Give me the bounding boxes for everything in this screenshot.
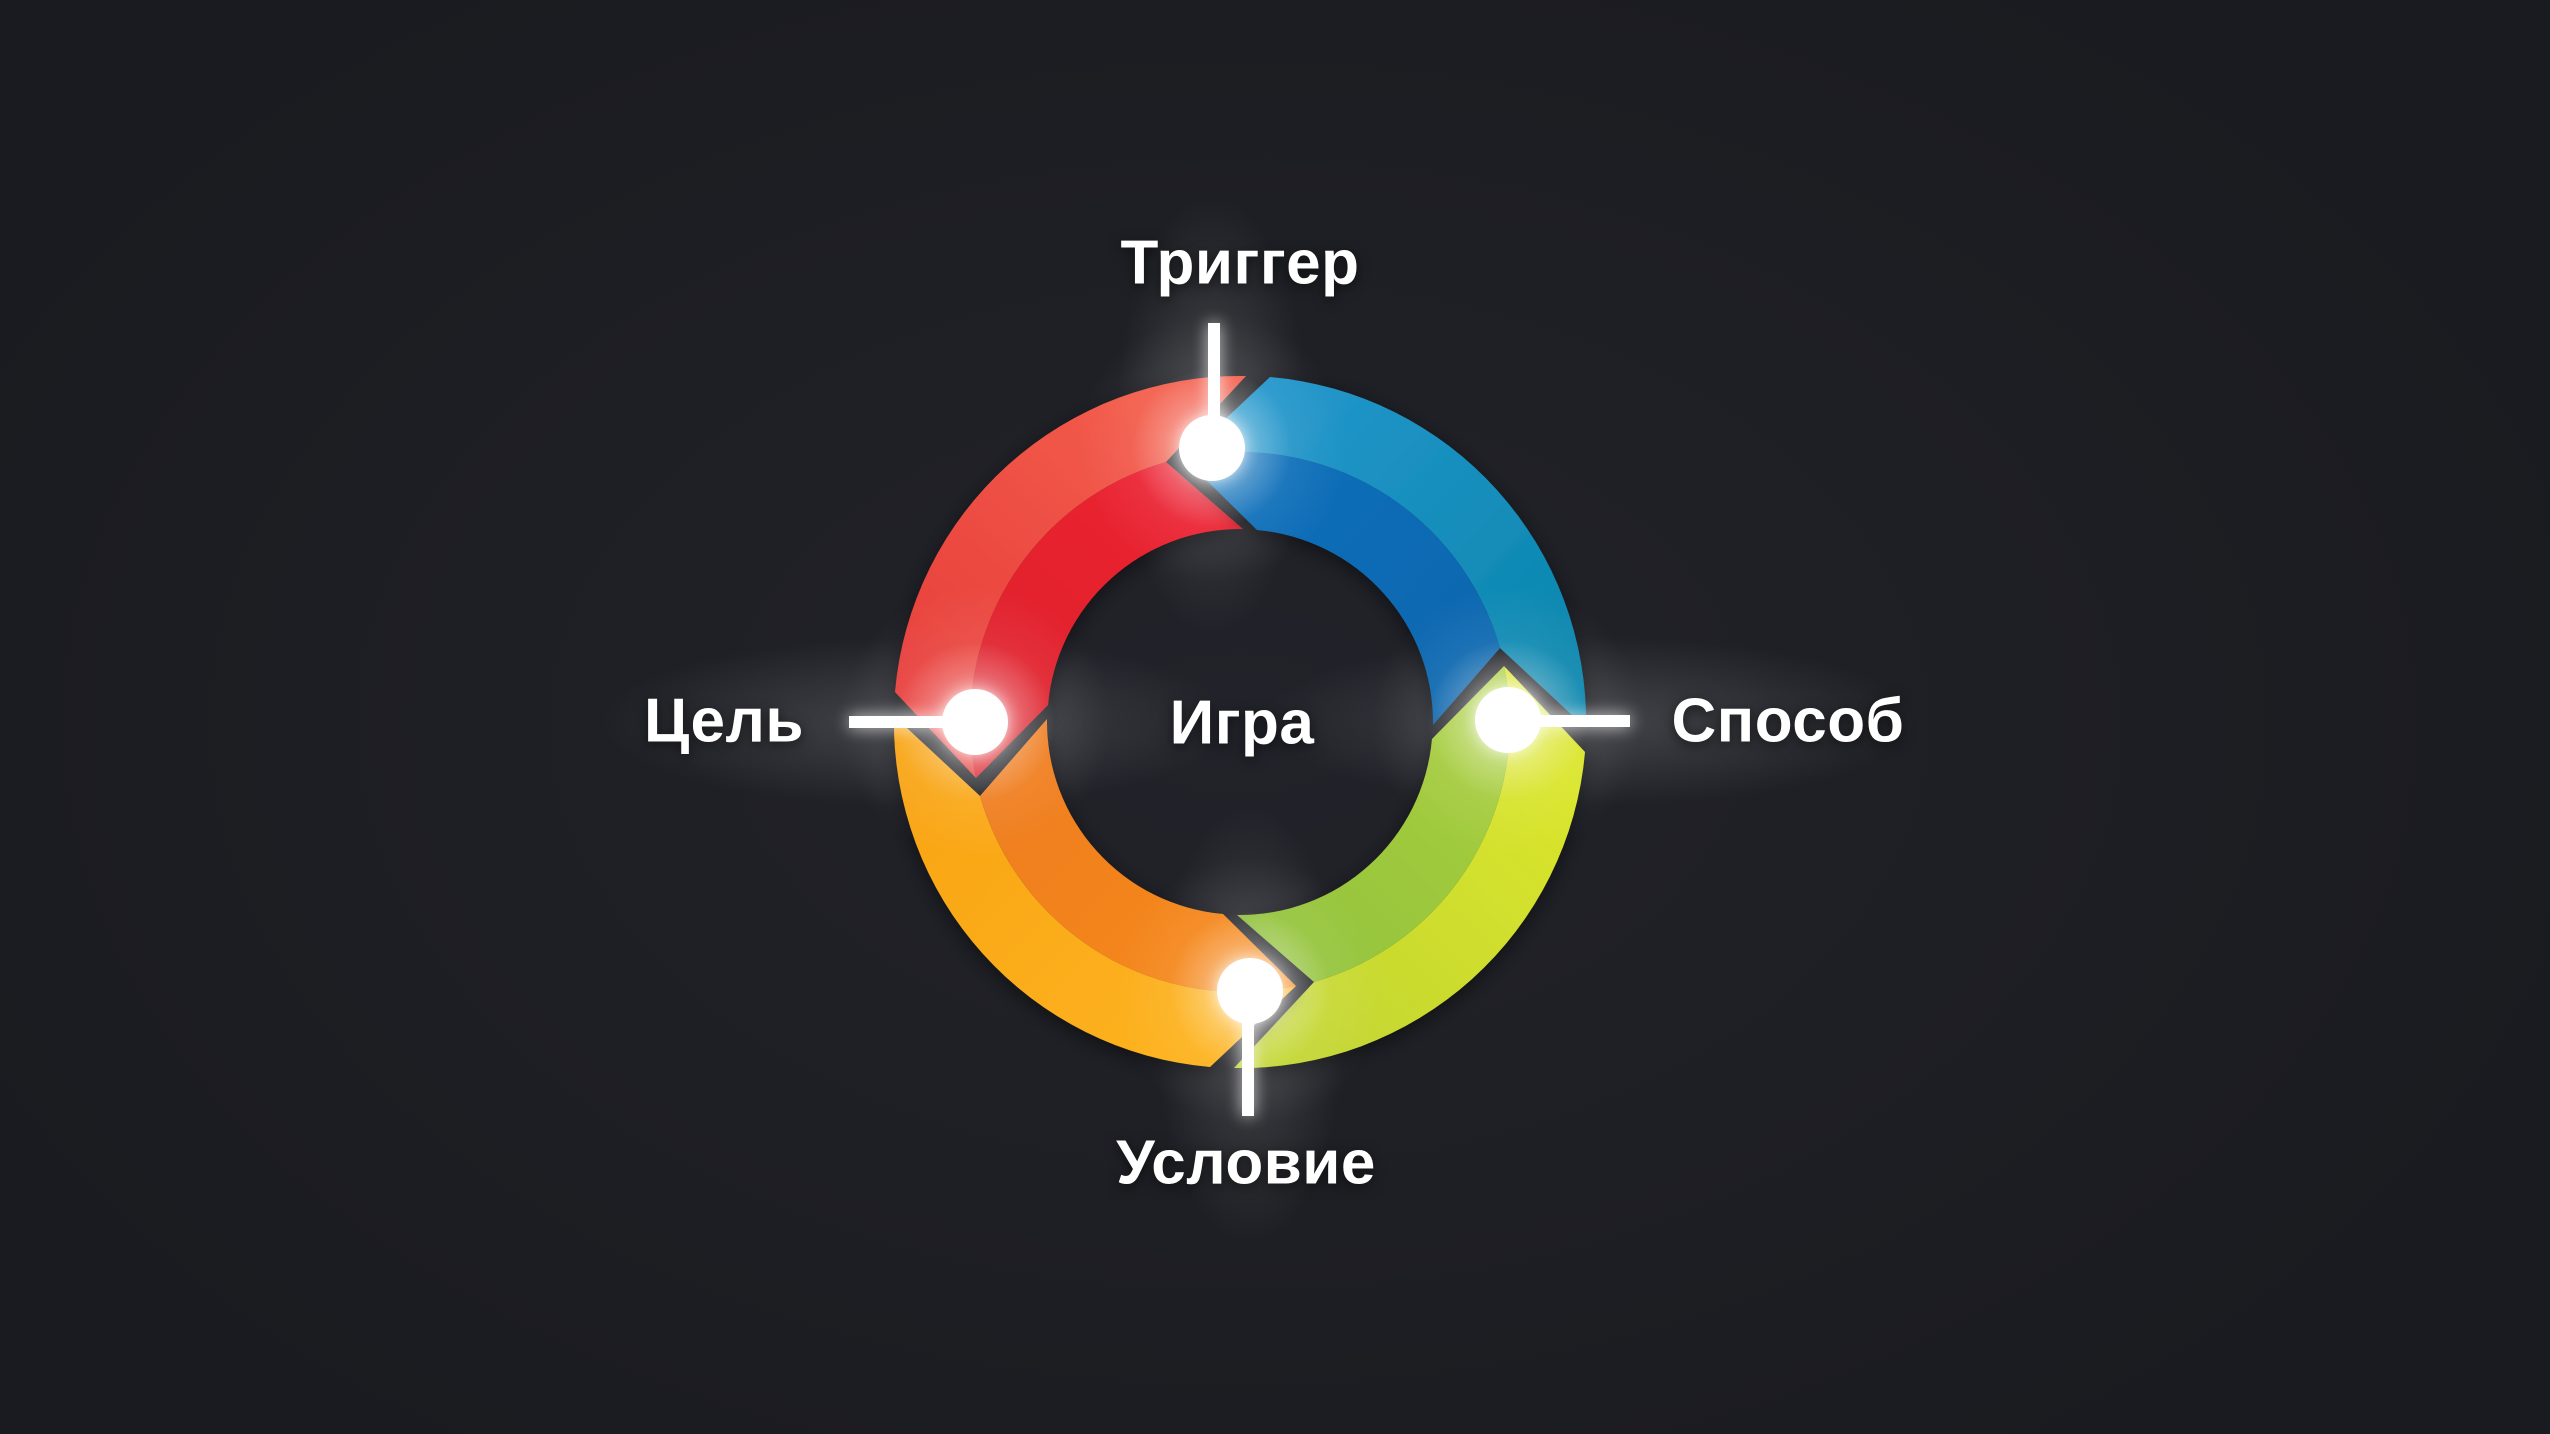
center-label: Игра [1169,688,1315,758]
node-dot-trigger [1179,415,1245,481]
segment-green-outer-band [1234,666,1585,1069]
node-label-method: Способ [1671,686,1905,756]
segment-blue-outer-band [1184,377,1587,728]
node-dot-goal [942,689,1008,755]
node-dot-method [1475,687,1541,753]
node-label-condition: Условие [1116,1128,1376,1198]
node-dot-condition [1217,958,1283,1024]
segment-orange-outer-band [893,716,1296,1067]
segment-red-outer-band [895,375,1246,778]
node-label-goal: Цель [643,686,805,756]
node-label-trigger: Триггер [1120,228,1360,298]
